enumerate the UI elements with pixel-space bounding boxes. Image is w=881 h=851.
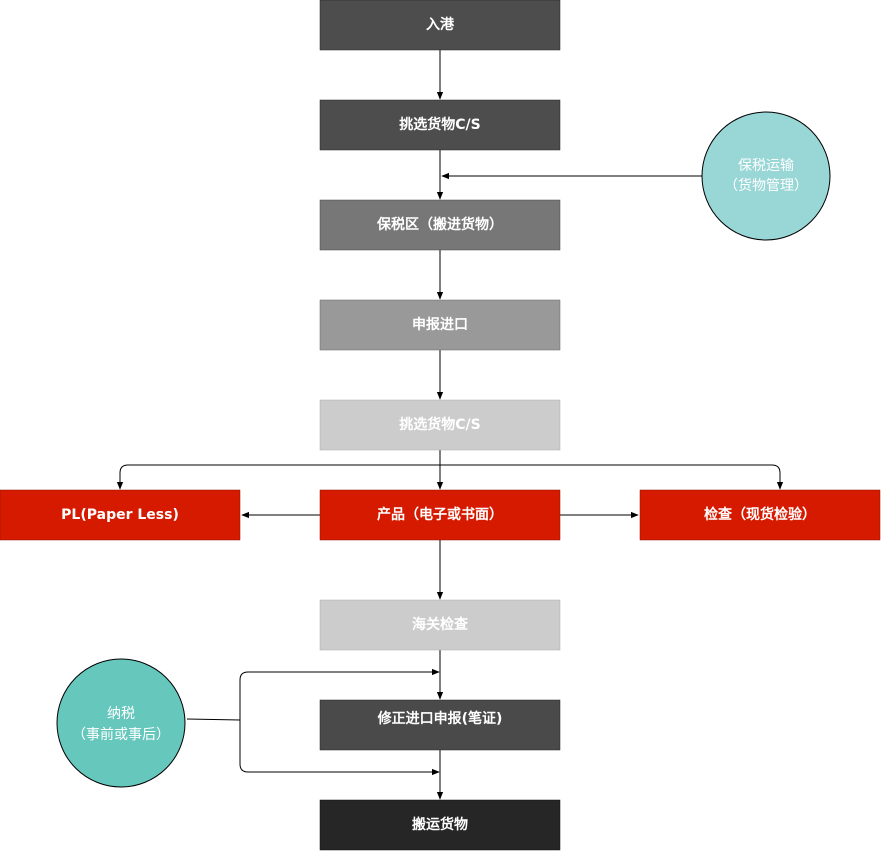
node-declare-import-label: 申报进口	[412, 316, 468, 333]
circle-tax-payment-line1: 纳税	[107, 706, 135, 722]
node-paperless-label: PL(Paper Less)	[61, 507, 179, 523]
node-bonded-area-label: 保税区（搬进货物）	[376, 216, 503, 233]
node-move-goods-label: 搬运货物	[412, 816, 468, 833]
node-declare-import[interactable]: 申报进口	[319, 299, 561, 351]
node-paperless[interactable]: PL(Paper Less)	[0, 489, 241, 541]
node-product-label: 产品（电子或书面）	[377, 506, 503, 523]
node-select-goods-1[interactable]: 挑选货物C/S	[319, 99, 561, 151]
node-bonded-area[interactable]: 保税区（搬进货物）	[319, 199, 561, 251]
edge-tax-to-bracket	[186, 718, 241, 721]
node-customs-check-label: 海关检查	[412, 616, 469, 633]
node-select-goods-1-label: 挑选货物C/S	[399, 116, 480, 133]
circle-bonded-transport[interactable]: 保税运输 （货物管理）	[701, 111, 831, 241]
node-customs-check-box	[319, 599, 561, 651]
node-select-goods-2[interactable]: 挑选货物C/S	[319, 399, 561, 451]
circle-bonded-transport-shape	[701, 111, 831, 241]
node-paperless-box	[0, 489, 241, 541]
edge-tax-bracket-bottom	[239, 720, 440, 776]
node-amend-declaration[interactable]: 修正进口申报(笔证)	[319, 699, 561, 751]
edge-split-to-inspection	[440, 464, 784, 490]
node-select-goods-2-box	[319, 399, 561, 451]
node-bonded-area-box	[319, 199, 561, 251]
node-product-box	[319, 489, 561, 541]
circle-bonded-transport-line2: （货物管理）	[724, 177, 808, 194]
node-arrival-label: 入港	[426, 16, 455, 33]
node-amend-declaration-label: 修正进口申报(笔证)	[377, 710, 503, 727]
edge-tax-bracket-top	[239, 668, 440, 720]
node-arrival[interactable]: 入港	[319, 0, 561, 51]
node-move-goods[interactable]: 搬运货物	[319, 799, 561, 851]
node-declare-import-box	[319, 299, 561, 351]
node-select-goods-2-label: 挑选货物C/S	[399, 416, 480, 433]
node-amend-declaration-box	[319, 699, 561, 751]
edges	[116, 50, 784, 800]
node-select-goods-1-box	[319, 99, 561, 151]
node-product[interactable]: 产品（电子或书面）	[319, 489, 561, 541]
circle-tax-payment-shape	[56, 658, 186, 788]
circle-bonded-transport-line1: 保税运输	[738, 158, 794, 174]
node-customs-check[interactable]: 海关检查	[319, 599, 561, 651]
circle-tax-payment[interactable]: 纳税 （事前或事后）	[56, 658, 186, 788]
node-inspection-box	[639, 489, 881, 541]
circle-tax-payment-line2: （事前或事后）	[72, 726, 170, 743]
node-move-goods-box	[319, 799, 561, 851]
node-arrival-box	[319, 0, 561, 51]
node-inspection-label: 检查（现货检验）	[704, 506, 816, 523]
node-inspection[interactable]: 检查（现货检验）	[639, 489, 881, 541]
edge-split-to-paperless	[116, 464, 440, 490]
